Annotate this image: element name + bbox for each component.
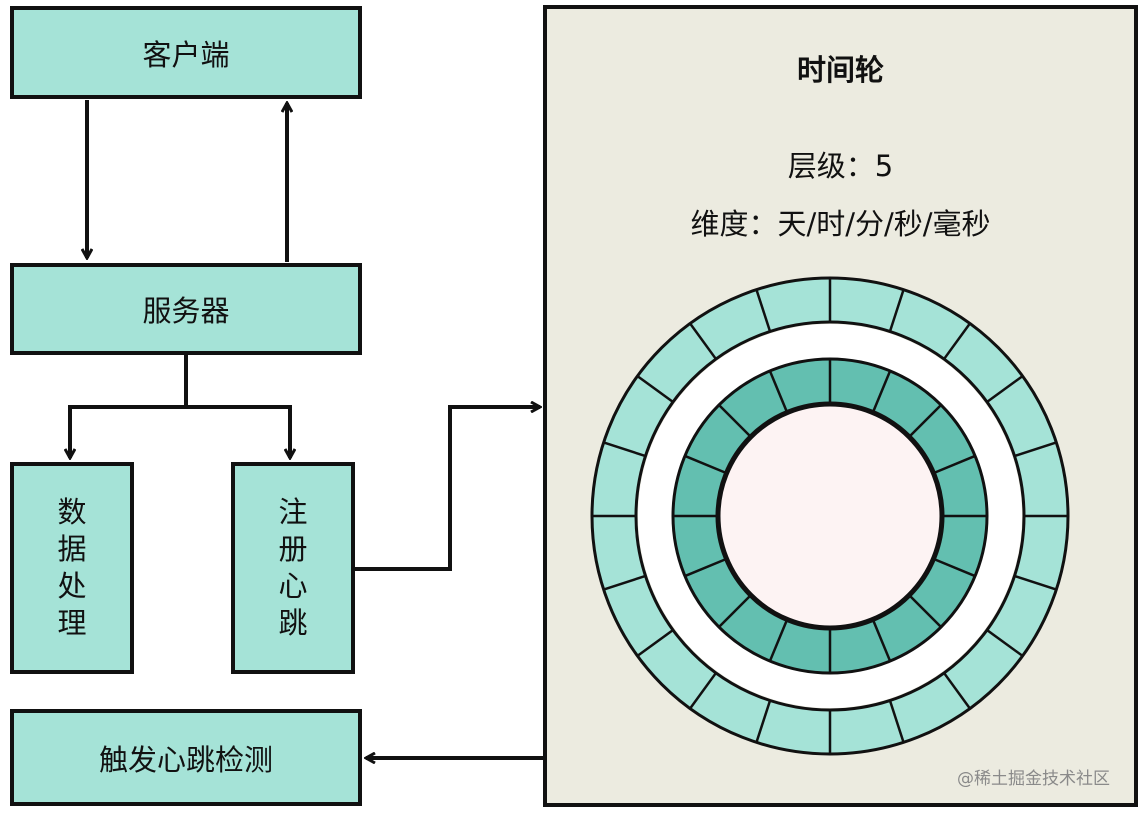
inner-ring-divider [718, 404, 751, 437]
register-heartbeat-char: 注 [278, 495, 308, 529]
outer-ring-divider [1014, 441, 1057, 458]
outer-ring-divider [603, 574, 646, 591]
outer-ring-outer-edge [590, 276, 1070, 756]
data-processing-char: 数 [57, 495, 87, 529]
outer-ring-divider [755, 700, 772, 743]
register-heartbeat-char: 跳 [278, 606, 308, 640]
time-wheel-graphic [590, 276, 1070, 756]
outer-ring-divider [636, 375, 674, 403]
inner-ring-divider [768, 370, 788, 413]
outer-ring-divider [636, 629, 674, 657]
outer-ring-divider [986, 629, 1024, 657]
inner-ring-divider [768, 619, 788, 662]
time-wheel-level: 层级：5 [787, 149, 894, 183]
register-heartbeat-node: 注 册 心 跳 [231, 462, 355, 674]
outer-ring-divider [603, 441, 646, 458]
register-heartbeat-char: 册 [278, 532, 308, 566]
outer-ring-divider [755, 289, 772, 332]
inner-ring-divider [872, 619, 892, 662]
time-wheel-title: 时间轮 [796, 53, 884, 87]
client-label: 客户端 [142, 37, 230, 72]
outer-ring-divider [1014, 574, 1057, 591]
time-wheel-panel: 时间轮 层级：5 维度：天/时/分/秒/毫秒 @稀土掘金技术社区 [543, 5, 1138, 807]
inner-ring-divider [909, 595, 942, 628]
trigger-heartbeat-check-node: 触发心跳检测 [10, 709, 362, 806]
inner-ring-outer-edge [671, 357, 989, 675]
outer-ring-divider [888, 700, 905, 743]
wheel-center [717, 403, 943, 629]
outer-ring-divider [943, 672, 971, 710]
inner-ring-divider [872, 370, 892, 413]
outer-ring-divider [689, 322, 717, 360]
watermark: @稀土掘金技术社区 [957, 769, 1110, 789]
outer-ring-inner-edge [634, 320, 1026, 712]
outer-ring-divider [689, 672, 717, 710]
inner-ring-inner-edge [715, 401, 945, 631]
inner-ring-divider [933, 454, 976, 474]
inner-ring-divider [909, 404, 942, 437]
outer-ring-divider [888, 289, 905, 332]
server-label: 服务器 [142, 294, 230, 328]
data-processing-char: 处 [57, 569, 87, 603]
client-node: 客户端 [10, 6, 362, 99]
inner-ring-divider [684, 558, 727, 578]
time-wheel-dimensions: 维度：天/时/分/秒/毫秒 [690, 207, 991, 241]
register-heartbeat-char: 心 [278, 569, 308, 603]
data-processing-node: 数 据 处 理 [10, 462, 134, 674]
data-processing-char: 理 [57, 606, 87, 640]
arrow-register-to-timewheel [355, 407, 540, 571]
outer-ring-divider [943, 322, 971, 360]
inner-ring-divider [718, 595, 751, 628]
trigger-heartbeat-check-label: 触发心跳检测 [98, 742, 273, 777]
data-processing-char: 据 [57, 532, 87, 566]
server-node: 服务器 [10, 263, 362, 355]
outer-ring-divider [986, 375, 1024, 403]
inner-ring-divider [684, 454, 727, 474]
inner-ring-divider [933, 558, 976, 578]
